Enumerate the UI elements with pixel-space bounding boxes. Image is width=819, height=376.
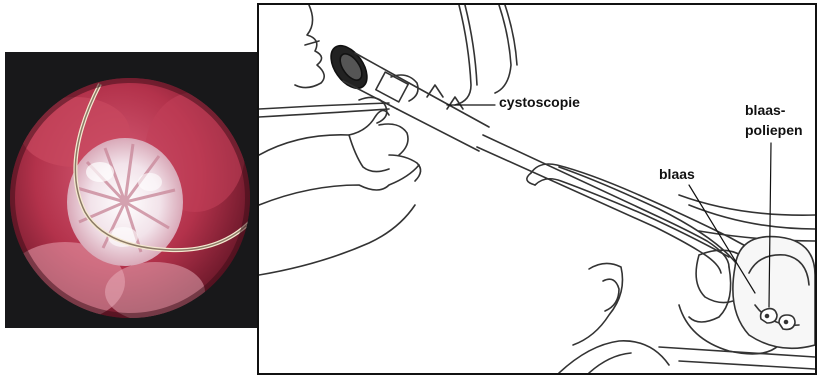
endoscopy-image bbox=[5, 52, 257, 328]
polyps-label-line2: poliepen bbox=[745, 122, 803, 138]
cystoscopy-diagram: cystoscopie blaas blaas- poliepen bbox=[257, 3, 817, 375]
bladder-label: blaas bbox=[659, 166, 695, 182]
tumor-mass bbox=[67, 138, 183, 266]
cystoscope-shaft bbox=[477, 135, 729, 273]
tubing-left bbox=[259, 103, 389, 109]
endoscopy-photo bbox=[5, 52, 257, 328]
doctor-face bbox=[295, 5, 324, 88]
polyps-label-line1: blaas- bbox=[745, 102, 786, 118]
bladder-pointer bbox=[689, 185, 755, 293]
cystoscopy-illustration: cystoscopie blaas blaas- poliepen bbox=[259, 5, 815, 373]
cystoscope-label: cystoscopie bbox=[499, 94, 580, 110]
bladder-outline bbox=[733, 237, 815, 349]
